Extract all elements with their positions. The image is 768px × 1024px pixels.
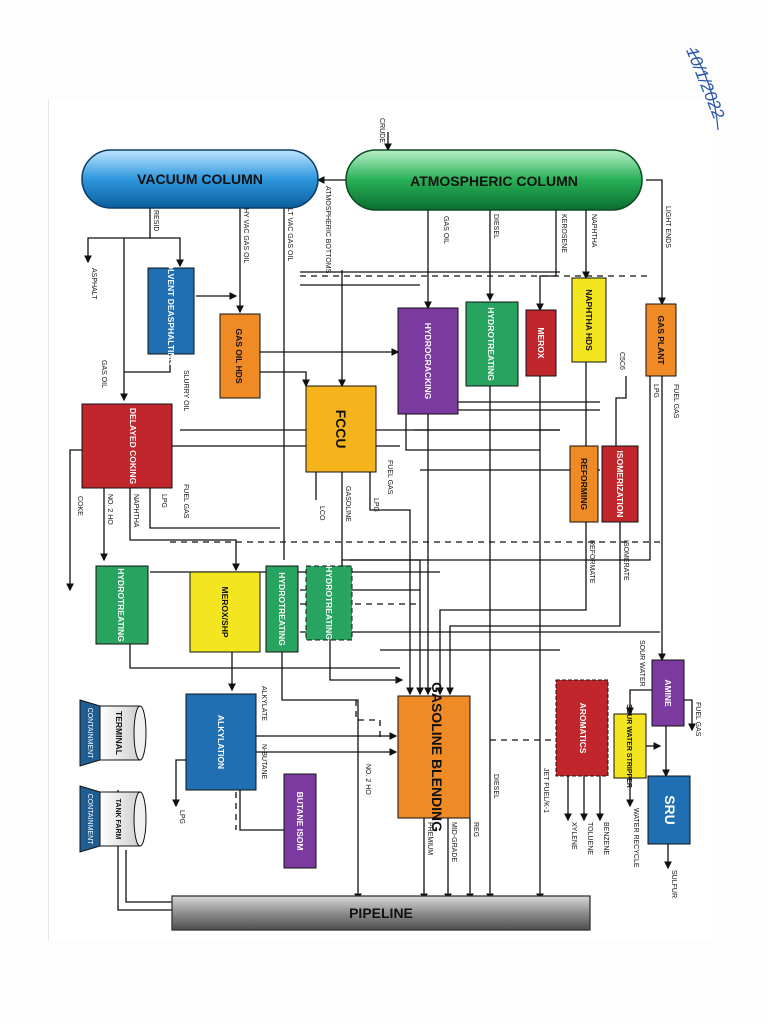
reformate-label: REFORMATE xyxy=(588,540,595,584)
naphtha-label: NAPHTHA xyxy=(590,214,597,248)
stream-labels: CRUDE ATMOSPHERIC BOTTOMS RESID HY VAC G… xyxy=(76,118,701,898)
gasoline-blending-label: GASOLINE BLENDING xyxy=(429,682,445,832)
vacuum-column-label: VACUUM COLUMN xyxy=(137,171,263,187)
atmospheric-bottoms-label: ATMOSPHERIC BOTTOMS xyxy=(324,186,331,274)
sour-water-label: SOUR WATER xyxy=(638,640,645,687)
terminal-tank: CONTAINMENT TERMINAL xyxy=(79,699,147,767)
sulfur-label: SULFUR xyxy=(670,870,677,898)
diesel-2-label: DIESEL xyxy=(492,774,499,799)
sour-water-stripper-label: SOUR WATER STRIPPER xyxy=(625,704,632,788)
c5c6-label: C5C6 xyxy=(618,352,625,370)
isomerization-label: ISOMERIZATION xyxy=(615,451,625,518)
isomerate-label: ISOMERATE xyxy=(622,540,629,581)
lpg-4-label: LPG xyxy=(178,810,185,824)
merox-shp-label: MEROX/SHP xyxy=(220,586,230,637)
reg-label: REG xyxy=(472,822,479,837)
lpg-3-label: LPG xyxy=(372,498,379,512)
gas-oil-hds-label: GAS OIL HDS xyxy=(234,328,244,383)
flow-lines xyxy=(66,132,696,911)
fuel-gas-label: FUEL GAS xyxy=(672,384,679,419)
fuel-gas-2-label: FUEL GAS xyxy=(182,484,189,519)
light-ends-label: LIGHT ENDS xyxy=(664,206,671,248)
diesel-label: DIESEL xyxy=(492,214,499,239)
fccu-label: FCCU xyxy=(333,410,349,449)
naphtha-2-label: NAPHTHA xyxy=(132,494,139,528)
lpg-label: LPG xyxy=(652,384,659,398)
gas-oil-label: GAS OIL xyxy=(442,216,449,244)
hydrotreating-top-label: HYDROTREATING xyxy=(486,307,496,381)
atmospheric-column: ATMOSPHERIC COLUMN xyxy=(345,149,643,211)
butane-isom-label: BUTANE ISOM xyxy=(295,792,305,851)
hydrocracking-label: HYDROCRACKING xyxy=(423,323,433,400)
fuel-gas-3-label: FUEL GAS xyxy=(386,460,393,495)
delayed-coking-label: DELAYED COKING xyxy=(128,408,138,485)
n-butane-label: N-BUTANE xyxy=(260,744,267,780)
premium-label: PREMIUM xyxy=(426,822,433,855)
crude-label: CRUDE xyxy=(378,118,385,143)
hydrotreating-2-label: HYDROTREATING xyxy=(277,572,287,646)
hydrotreating-3-label: HYDROTREATING xyxy=(324,566,334,640)
terminal-label: TERMINAL xyxy=(114,711,124,755)
resid-label: RESID xyxy=(152,210,159,231)
reforming-label: REFORMING xyxy=(579,458,589,510)
containment-2-label: CONTAINMENT xyxy=(86,794,93,846)
pipeline: PIPELINE xyxy=(171,895,591,931)
alkylate-label: ALKYLATE xyxy=(260,686,267,721)
vacuum-column: VACUUM COLUMN xyxy=(81,149,319,209)
water-recycle-label: WATER RECYCLE xyxy=(632,808,639,868)
pipeline-label: PIPELINE xyxy=(349,905,413,921)
amine-label: AMINE xyxy=(663,679,673,707)
no2-ho-label: NO. 2 HO xyxy=(106,494,113,525)
atmospheric-column-label: ATMOSPHERIC COLUMN xyxy=(410,173,578,189)
hydrotreating-1-label: HYDROTREATING xyxy=(116,568,126,642)
gas-plant-label: GAS PLANT xyxy=(656,315,666,365)
gasoline-label: GASOLINE xyxy=(344,486,351,522)
containment-1-label: CONTAINMENT xyxy=(86,708,93,760)
alkylation-label: ALKYLATION xyxy=(216,715,226,769)
hy-vac-gas-oil-label: HY VAC GAS OIL xyxy=(242,208,249,263)
coke-label: COKE xyxy=(76,496,83,516)
fuel-gas-4-label: FUEL GAS xyxy=(694,702,701,737)
lco-label: LCO xyxy=(318,506,325,521)
dashed-lines xyxy=(170,275,660,830)
asphalt-label: ASPHALT xyxy=(90,268,97,300)
merox-label: MEROX xyxy=(536,327,546,359)
gas-oil-2-label: GAS OIL xyxy=(100,360,107,388)
benzene-label: BENZENE xyxy=(602,822,609,855)
handwritten-date: 10/1/2022 xyxy=(682,44,728,131)
tank-farm-label: TANK FARM xyxy=(114,799,121,840)
sru-label: SRU xyxy=(662,795,678,825)
no2-ho-2-label: NO. 2 HO xyxy=(364,764,371,795)
solvent-deasphalting-label: SOLVENT DEASPHALTING xyxy=(166,257,176,366)
kerosene-label: KEROSENE xyxy=(560,214,567,253)
toluene-label: TOLUENE xyxy=(586,822,593,855)
lpg-2-label: LPG xyxy=(160,494,167,508)
jet-fuel-label: JET FUEL/K-1 xyxy=(542,768,549,813)
mid-grade-label: MID-GRADE xyxy=(450,822,457,862)
xylene-label: XYLENE xyxy=(570,822,577,850)
slurry-oil-label: SLURRY OIL xyxy=(182,370,189,411)
aromatics-label: AROMATICS xyxy=(578,703,588,754)
tank-farm: CONTAINMENT TANK FARM xyxy=(79,785,147,853)
process-units: SOLVENT DEASPHALTING GAS OIL HDS HYDROCR… xyxy=(81,257,691,869)
lt-vac-gas-oil-label: LT VAC GAS OIL xyxy=(286,208,293,261)
naphtha-hds-label: NAPHTHA HDS xyxy=(584,289,594,351)
